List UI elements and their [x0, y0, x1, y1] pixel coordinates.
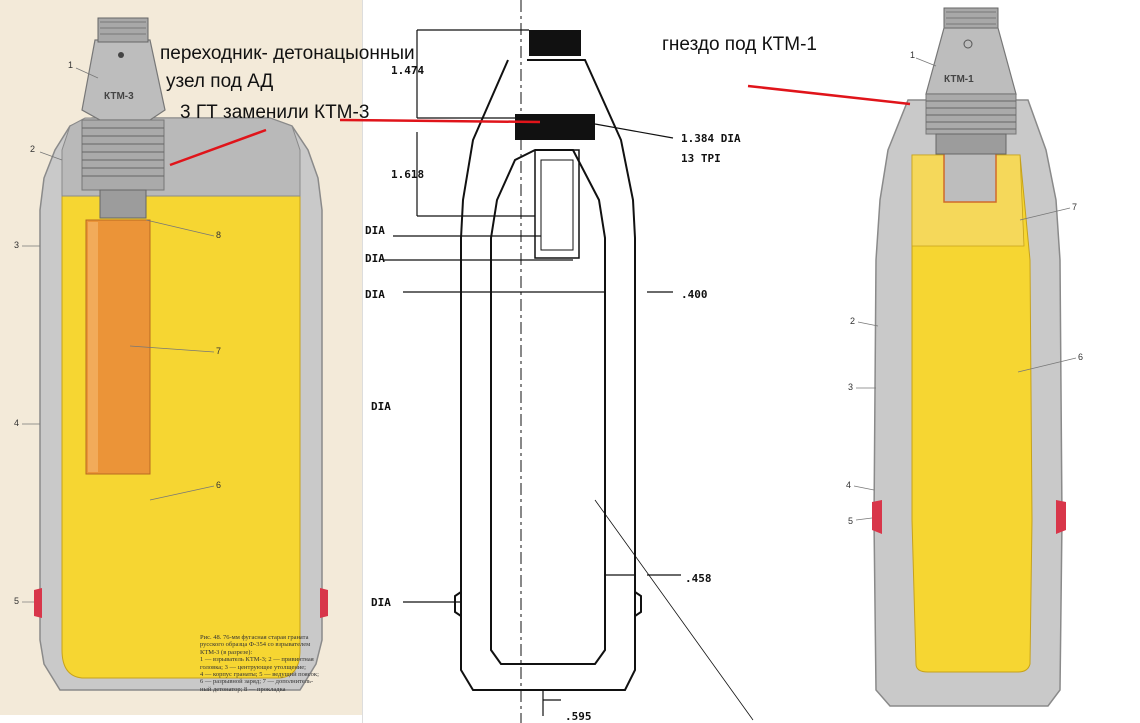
right-fuze-label: КТМ-1	[944, 74, 974, 85]
right-callout-4: 4	[846, 480, 851, 490]
caption-line: 4 — корпус гранаты; 5 — ведущий поясок;	[200, 671, 319, 679]
right-callout-1: 1	[910, 50, 915, 60]
right-callout-5: 5	[848, 516, 853, 526]
dia-label: DIA	[365, 288, 385, 301]
left-driving-band-right	[320, 588, 328, 618]
caption-line: КТМ-3 (в разрезе):	[200, 648, 253, 656]
dim-595: .595	[565, 710, 592, 723]
annotation-ktm1-socket: гнездо под КТМ-1	[662, 34, 817, 55]
annotation-adapter-line1: переходник- детонацыонныи	[160, 43, 415, 64]
left-callout-5: 5	[14, 596, 19, 606]
annotation-adapter-line3: 3 ГТ заменили КТМ-3	[180, 102, 370, 123]
dim-400: .400	[681, 288, 708, 301]
dim-1-384-dia: 1.384 DIA	[681, 132, 741, 145]
right-driving-band-right	[1056, 500, 1066, 534]
caption-line: русского образца Ф-354 со взрывателем	[200, 641, 311, 649]
drawing-inner-cavity	[490, 149, 606, 665]
dim-458: .458	[685, 572, 712, 585]
left-fuze	[81, 39, 166, 121]
technical-drawing-panel: 1.474 1.618 1.384 DIA 13 TPI .400 .458 .…	[362, 0, 800, 723]
right-callout-2: 2	[850, 316, 855, 326]
left-callout-8: 8	[216, 230, 221, 240]
dia-label: DIA	[371, 596, 391, 609]
drawing-fuze-thread	[515, 114, 595, 140]
right-shell-panel: КТМ-1 1 2 3 4 5 6 7	[798, 0, 1140, 723]
caption-line: головка; 3 — центрующее утолщение;	[200, 663, 306, 671]
caption-line: ный детонатор; 8 — прокладка	[200, 685, 286, 693]
drawing-outer-profile	[460, 59, 636, 691]
right-explosive-charge	[911, 154, 1033, 673]
annotation-adapter-line2: узел под АД	[166, 71, 274, 92]
left-callout-4: 4	[14, 418, 19, 428]
drawing-top-thread	[529, 30, 581, 56]
left-driving-band-left	[34, 588, 42, 618]
left-fuze-label: КТМ-3	[104, 91, 134, 102]
right-shell-cutaway: КТМ-1 1 2 3 4 5 6 7	[846, 7, 1083, 707]
dim-13-tpi: 13 TPI	[681, 152, 721, 165]
left-figure-caption: Рис. 48. 76-мм фугасная старая граната р…	[200, 634, 319, 693]
caption-line: 6 — разрывной заряд; 7 — дополнитель-	[200, 678, 314, 686]
dia-label: DIA	[365, 224, 385, 237]
dia-label: DIA	[365, 252, 385, 265]
dia-label: DIA	[371, 400, 391, 413]
right-callout-7: 7	[1072, 202, 1077, 212]
technical-drawing: 1.474 1.618 1.384 DIA 13 TPI .400 .458 .…	[365, 0, 754, 723]
caption-line: Рис. 48. 76-мм фугасная старая граната	[200, 634, 309, 641]
left-callout-3: 3	[14, 240, 19, 250]
dim-1-474: 1.474	[391, 64, 424, 77]
right-driving-band-left	[872, 500, 882, 534]
left-callout-1: 1	[68, 60, 73, 70]
dim-1-618: 1.618	[391, 168, 424, 181]
left-callout-7: 7	[216, 346, 221, 356]
caption-line: 1 — взрыватель КТМ-3; 2 — привинтная	[200, 656, 314, 664]
left-callout-2: 2	[30, 144, 35, 154]
right-callout-3: 3	[848, 382, 853, 392]
left-callout-6: 6	[216, 480, 221, 490]
right-callout-6: 6	[1078, 352, 1083, 362]
